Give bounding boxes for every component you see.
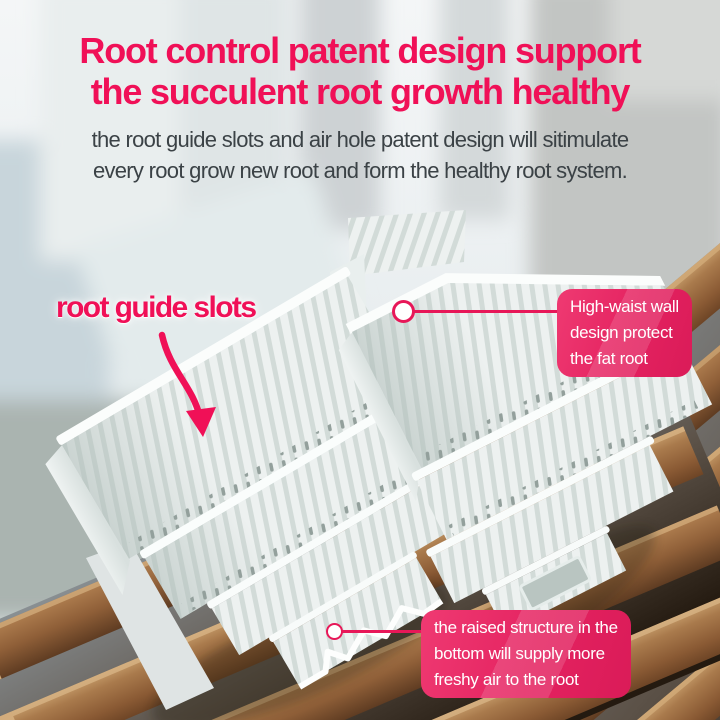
title-line-2: the succulent root growth healthy [90, 71, 631, 112]
callout-line: bottom will supply more [434, 644, 605, 663]
drain-window [519, 556, 591, 611]
subtitle-line-2: every root grow new root and form the he… [92, 158, 628, 183]
planter-back-wall [348, 210, 466, 276]
subheadline: the root guide slots and air hole patent… [0, 124, 720, 186]
high-waist-connector-line [404, 310, 558, 313]
callout-line: High-waist wall [570, 297, 679, 316]
high-waist-callout: High-waist wall design protect the fat r… [557, 289, 692, 377]
headline: Root control patent design support the s… [0, 30, 720, 112]
high-waist-circle-marker-icon [392, 300, 415, 323]
subtitle-line-1: the root guide slots and air hole patent… [91, 127, 629, 152]
callout-line: design protect [570, 323, 673, 342]
root-guide-slots-label: root guide slots [56, 291, 257, 324]
raised-structure-callout: the raised structure in the bottom will … [421, 610, 631, 698]
planter-left [45, 266, 448, 690]
raised-structure-connector-line [334, 630, 422, 633]
page-title: Root control patent design support the s… [0, 30, 720, 112]
callout-line: the raised structure in the [434, 618, 618, 637]
callout-line: the fat root [570, 349, 648, 368]
callout-line: freshy air to the root [434, 670, 579, 689]
title-line-1: Root control patent design support [79, 30, 641, 71]
raised-structure-circle-marker-icon [326, 623, 343, 640]
root-guide-slots-arrow-icon [158, 331, 216, 437]
